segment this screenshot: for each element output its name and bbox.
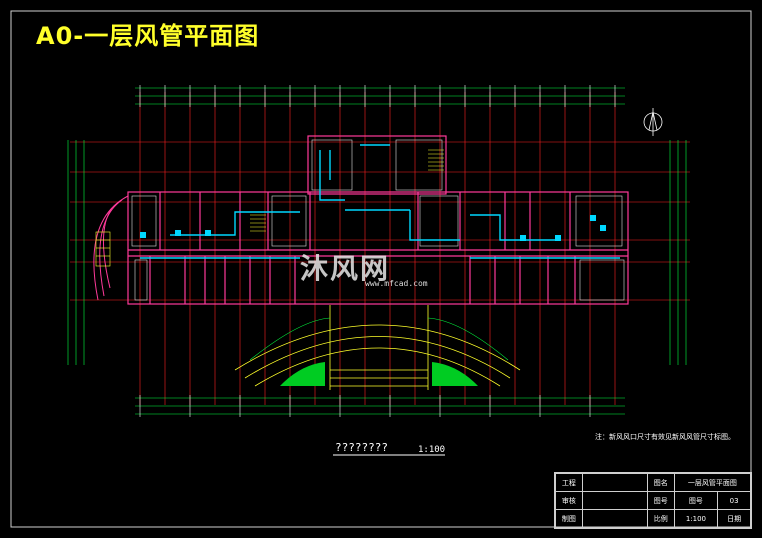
title-block: 工程 图名 一层风管平面图 审核 图号 图号 03 制图 比例 1:100 日期 <box>554 472 752 529</box>
tb-number-value: 03 <box>717 491 751 510</box>
dimension-lines-top <box>135 87 625 105</box>
duct-diffusers <box>140 215 606 241</box>
left-entrance-steps <box>95 231 111 267</box>
north-arrow-icon <box>643 108 663 136</box>
tb-date-label: 日期 <box>717 509 751 528</box>
entrance-fan-hatch <box>249 317 509 361</box>
tb-name-label: 图名 <box>646 473 675 492</box>
drawing-scale: 1:100 <box>418 445 446 455</box>
page-title: A0-一层风管平面图 <box>36 22 260 50</box>
tb-scale-label: 比例 <box>646 509 675 528</box>
air-ducts <box>140 144 620 259</box>
tb-number-label: 图号 <box>646 491 675 510</box>
stairs <box>250 149 444 232</box>
tb-review-label: 审核 <box>555 491 583 510</box>
tb-project-label: 工程 <box>555 473 583 492</box>
dimension-lines-sides <box>67 140 687 365</box>
building-walls <box>127 135 629 305</box>
dimension-ticks-bottom <box>139 395 591 417</box>
main-entrance-fan <box>234 305 521 390</box>
tb-scale-value: 1:100 <box>673 509 719 528</box>
dimension-lines-bottom <box>135 397 625 415</box>
note-text: 注：新风风口尺寸有效见新风风管尺寸标图。 <box>595 433 735 441</box>
drawing-caption: ???????? <box>335 441 388 454</box>
tb-drafter-label: 制图 <box>555 509 583 528</box>
tb-drawing-name: 一层风管平面图 <box>673 473 752 492</box>
left-curved-wing <box>93 195 129 301</box>
watermark-url: www.mfcad.com <box>365 279 428 288</box>
room-partitions <box>131 139 625 301</box>
outer-frame <box>10 10 752 528</box>
watermark-brand: 沐风网 <box>300 252 391 285</box>
green-planters <box>280 362 478 386</box>
dimension-ticks-top <box>139 85 616 107</box>
tb-number-label-2: 图号 <box>673 491 719 510</box>
